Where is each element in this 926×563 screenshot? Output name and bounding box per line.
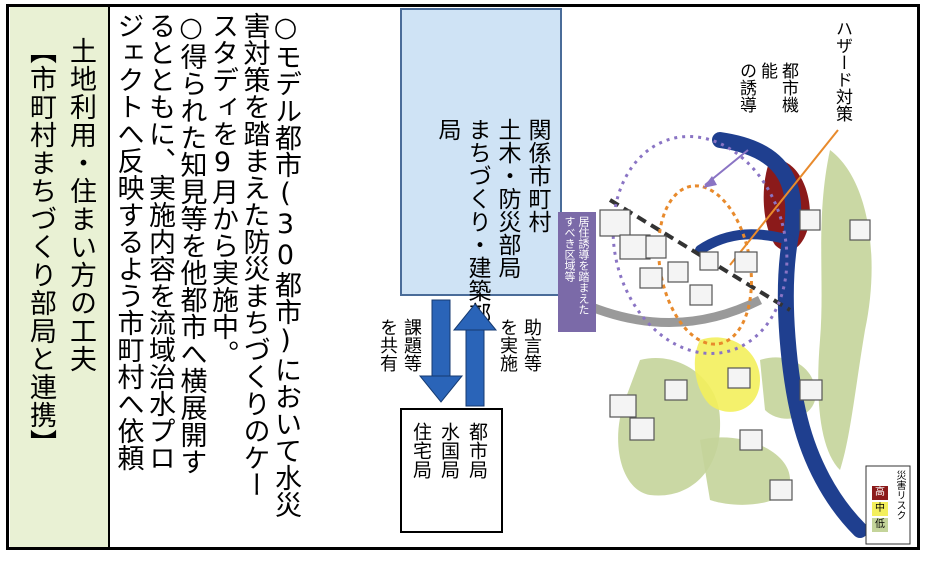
description-col1: ○モデル都市(30都市)において水災: [270, 12, 301, 518]
municipality-box: 関係市町村 土木・防災部局 まちづくり・建築部 局: [400, 8, 562, 325]
description-col5: るとともに、実施内容を流域治水プロ: [144, 12, 175, 471]
city-function-label: 都市機 能 の誘導: [736, 62, 798, 113]
arrow-down-icon: [418, 299, 464, 403]
outer-frame: [6, 4, 920, 550]
risk-legend-title: 災害リスク: [894, 470, 905, 520]
title-text: 土地利用・住まい方の工夫 【市町村まちづくり部局と連携】: [20, 37, 100, 457]
risk-legend: [865, 465, 911, 545]
title-line1: 土地利用・住まい方の工夫: [65, 37, 96, 373]
description-col3: スタディを9月から実施中。: [207, 12, 238, 367]
risk-legend-high: 高: [875, 487, 885, 498]
description-text: ○モデル都市(30都市)において水災 害対策を踏まえた防災まちづくりのケー スタ…: [112, 12, 302, 542]
risk-legend-mid: 中: [875, 503, 885, 514]
title-line2: 【市町村まちづくり部局と連携】: [25, 37, 56, 457]
map-illustration: [573, 129, 872, 538]
title-panel: 土地利用・住まい方の工夫 【市町村まちづくり部局と連携】: [10, 7, 110, 547]
ministry-box: 都市局 水国局 住宅局: [400, 408, 503, 533]
description-col4: ○得られた知見等を他都市へ横展開す: [175, 12, 207, 475]
arrow-up-label: 助言等 を実施: [497, 318, 542, 372]
risk-legend-low: 低: [875, 519, 885, 530]
arrow-up-icon: [452, 303, 498, 407]
description-col2: 害対策を踏まえた防災まちづくりのケー: [238, 12, 270, 498]
hazard-label: ハザード対策: [832, 20, 852, 122]
municipality-box-text: 関係市町村 土木・防災部局 まちづくり・建築部 局: [434, 118, 550, 325]
ministry-box-text: 都市局 水国局 住宅局: [410, 422, 488, 479]
arrow-down-label: 課題等 を共有: [377, 318, 422, 372]
description-col6: ジェクトへ反映するよう市町村へ依頼: [112, 12, 144, 471]
zone-sign-text: 居住誘導を踏まえた すべき区域等: [563, 216, 590, 315]
zone-sign: [558, 212, 596, 332]
